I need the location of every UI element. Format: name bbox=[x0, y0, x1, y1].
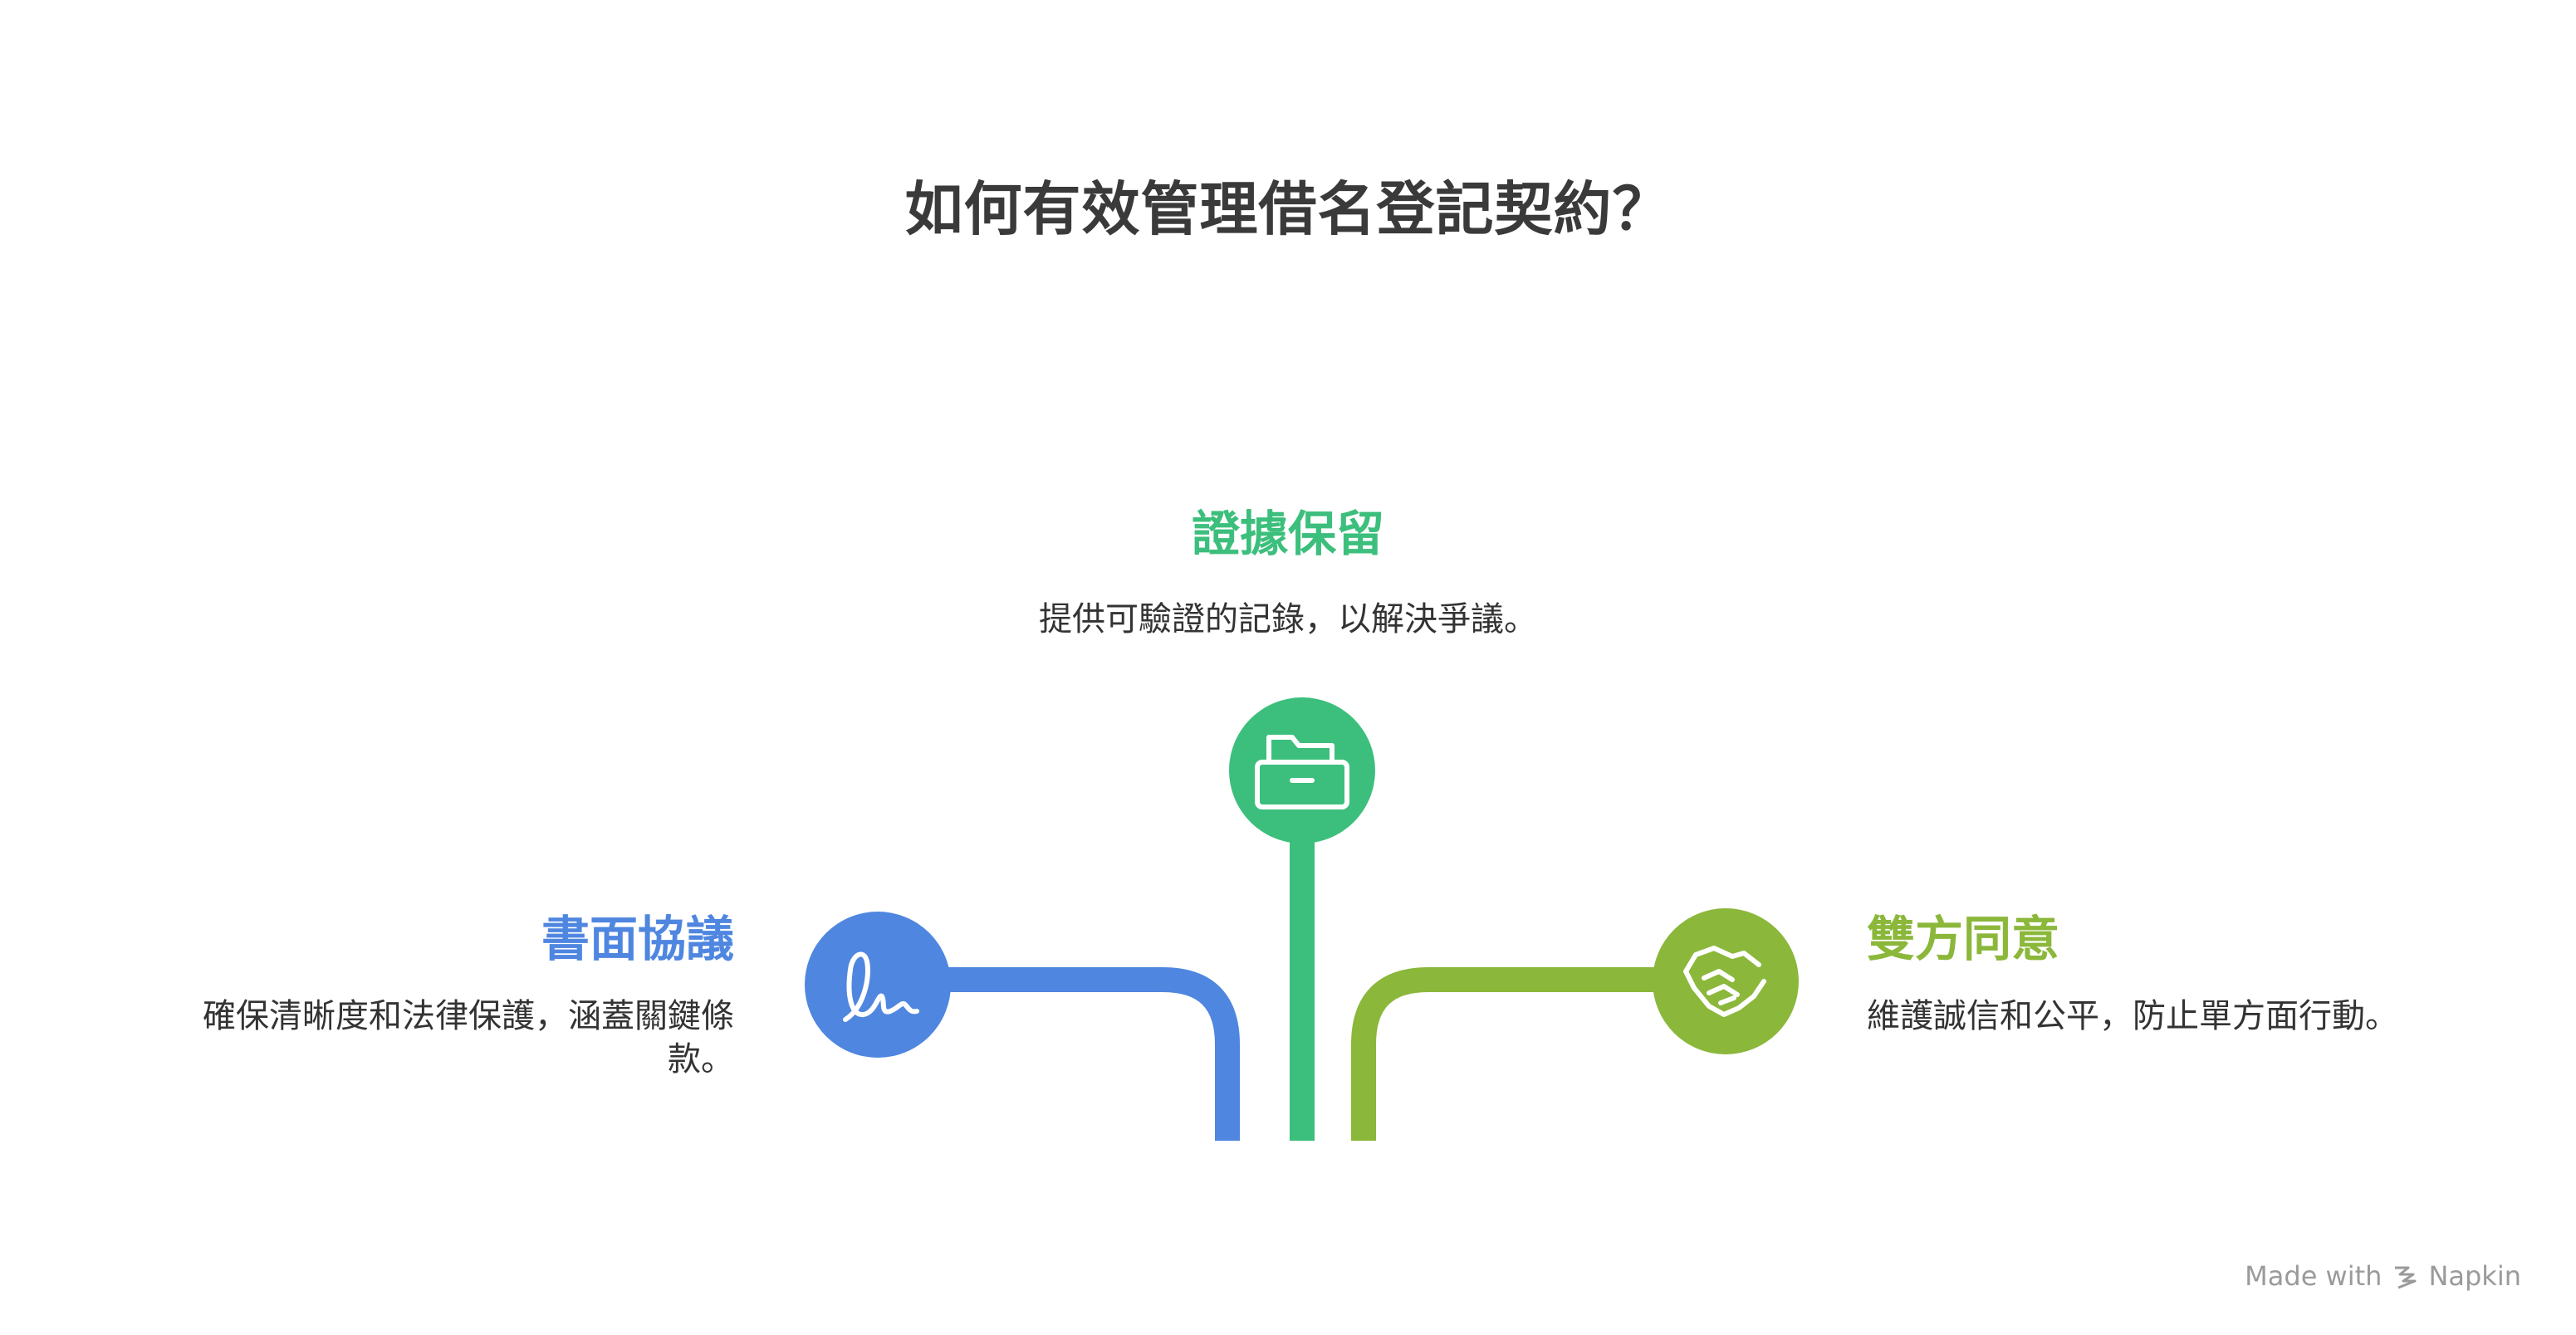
node-center bbox=[1229, 697, 1375, 844]
node-right bbox=[1653, 908, 1799, 1054]
napkin-logo-icon bbox=[2395, 1266, 2417, 1289]
connector-left bbox=[913, 967, 1240, 1141]
page-title: 如何有效管理借名登記契約？ bbox=[904, 175, 1672, 243]
watermark: Made with Napkin bbox=[2245, 1260, 2521, 1292]
heading-mutual-consent: 雙方同意 bbox=[1867, 911, 2060, 967]
heading-written-agreement: 書面協議 bbox=[541, 911, 734, 967]
heading-evidence: 證據保留 bbox=[1191, 506, 1384, 562]
connector-right bbox=[1351, 967, 1661, 1141]
signature-icon bbox=[843, 951, 919, 1022]
watermark-brand: Napkin bbox=[2428, 1260, 2521, 1292]
description-evidence: 提供可驗證的記錄，以解決爭議。 bbox=[1039, 600, 1537, 638]
node-left bbox=[805, 912, 951, 1058]
handshake-icon bbox=[1683, 946, 1766, 1017]
description-mutual-consent: 維護誠信和公平，防止單方面行動。 bbox=[1867, 997, 2398, 1035]
file-drawer-icon bbox=[1255, 735, 1349, 809]
description-written-agreement: 確保清晰度和法律保護，涵蓋關鍵條款。 bbox=[203, 997, 734, 1078]
watermark-prefix: Made with bbox=[2245, 1260, 2383, 1292]
